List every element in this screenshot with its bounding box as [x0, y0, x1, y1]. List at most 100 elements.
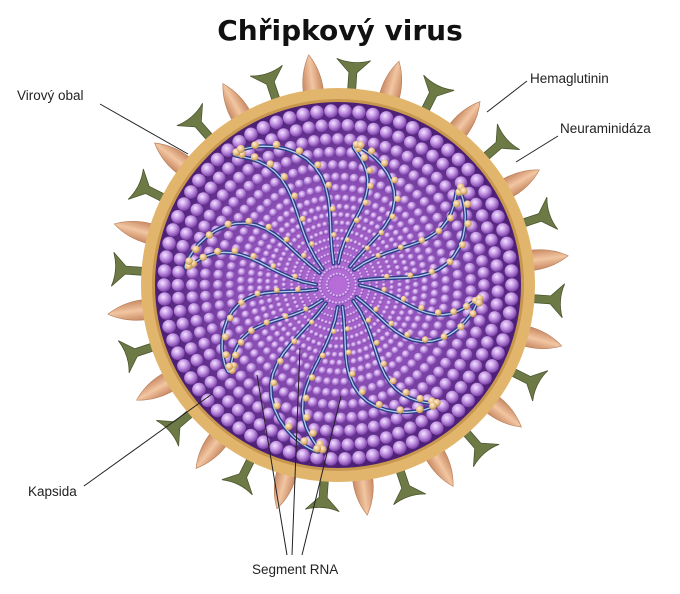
capsomer [384, 244, 390, 250]
capsomer [244, 127, 258, 142]
capsomer [277, 215, 285, 224]
capsomer [180, 330, 193, 343]
capsomer [361, 338, 368, 344]
capsomer [277, 242, 284, 249]
capsomer [392, 130, 405, 144]
capsomer [307, 310, 312, 314]
capsomer [253, 370, 264, 381]
capsomer [470, 231, 482, 244]
capsomer [470, 382, 484, 397]
capsomer [308, 135, 320, 147]
capsomer [343, 252, 347, 256]
capsomer [318, 195, 327, 204]
capsomer [171, 278, 185, 292]
nucleoprotein-bead [452, 200, 461, 208]
capsomer [331, 212, 338, 219]
capsomer [336, 322, 340, 326]
capsomer [224, 378, 237, 390]
capsomer [433, 321, 443, 331]
capsomer [414, 315, 422, 324]
capsomer [320, 133, 332, 146]
capsomer [371, 202, 380, 211]
capsomer [316, 341, 323, 347]
capsomer [328, 438, 342, 452]
capsomer [349, 304, 354, 308]
nucleoprotein-bead [388, 320, 395, 327]
capsomer [441, 275, 451, 285]
capsomer [211, 333, 222, 345]
capsomer [216, 368, 229, 381]
capsomer [350, 358, 358, 365]
capsomer [223, 230, 234, 241]
capsomer [291, 326, 298, 333]
capsomer [390, 412, 403, 425]
capsomer [313, 273, 317, 277]
capsomer [377, 391, 388, 402]
capsomer [213, 269, 224, 280]
capsomer [265, 278, 272, 285]
capsomer [312, 215, 319, 222]
capsomer [214, 300, 225, 311]
capsomer [312, 386, 322, 396]
capsomer [186, 291, 199, 303]
capsomer [311, 339, 317, 345]
capsomer [451, 300, 462, 311]
capsomer [314, 376, 323, 385]
capsomer [319, 276, 323, 281]
capsomer [404, 136, 417, 149]
nucleoprotein-bead [380, 360, 387, 367]
capsomer [439, 303, 448, 313]
capsomer [326, 313, 330, 317]
capsomer [176, 317, 190, 331]
capsomer [282, 198, 292, 207]
capsomer [440, 294, 450, 304]
capsomer [348, 185, 358, 194]
capsomer [378, 265, 383, 270]
capsomer [266, 335, 274, 344]
capsomer [440, 357, 451, 369]
capsomer [194, 326, 206, 339]
capsomer [490, 298, 504, 311]
nucleoprotein-bead [303, 413, 311, 421]
capsomer [338, 104, 352, 118]
nucleoprotein-bead [192, 245, 200, 254]
nucleoprotein-bead [226, 314, 234, 322]
capsomer [397, 282, 403, 288]
capsomer [418, 127, 432, 142]
capsomer [392, 440, 407, 455]
capsomer [502, 250, 517, 264]
capsomer [364, 256, 369, 260]
nucleoprotein-bead [400, 295, 407, 302]
nucleoprotein-bead [450, 308, 457, 316]
capsomer [233, 212, 244, 223]
capsomer [166, 333, 180, 347]
hemagglutinin-spike [459, 425, 500, 467]
capsomer [430, 135, 444, 149]
capsomer [184, 215, 198, 228]
capsomer [355, 317, 359, 321]
rna-segment [340, 298, 441, 415]
capsomer [221, 413, 235, 427]
nucleoprotein-bead [344, 326, 351, 332]
capsomer [376, 181, 386, 191]
capsomer [465, 337, 478, 350]
nucleoprotein-bead [265, 223, 272, 231]
capsomer [248, 235, 257, 244]
nucleoprotein-bead [238, 299, 245, 306]
rna-segment [183, 217, 322, 287]
capsomer [262, 407, 275, 420]
nucleoprotein-bead [407, 272, 414, 279]
nucleoprotein-bead [214, 247, 222, 256]
nucleoprotein-bead [418, 237, 425, 244]
capsomer [470, 326, 482, 339]
capsomer [331, 388, 341, 398]
neuraminidase-spike [107, 298, 150, 321]
neuraminidase-leader [515, 135, 559, 163]
capsomer [419, 363, 430, 373]
capsomer [296, 234, 302, 240]
capsomer [432, 212, 443, 223]
capsomer [171, 210, 185, 224]
capsomer [411, 267, 419, 275]
capsomer [277, 321, 284, 328]
capsomer [341, 300, 345, 304]
